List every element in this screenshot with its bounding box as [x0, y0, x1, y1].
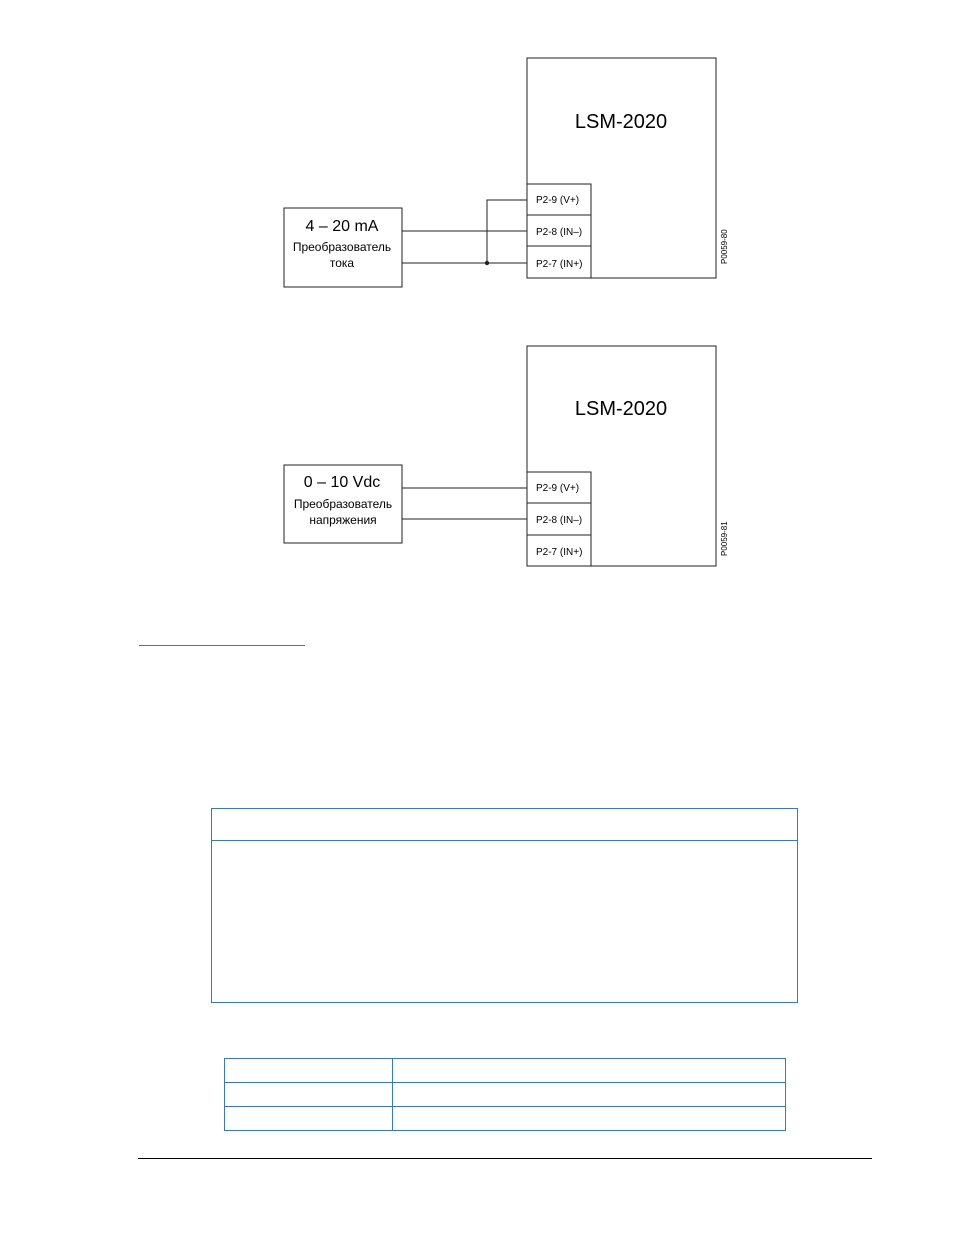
source-title: 0 – 10 Vdc	[304, 474, 381, 491]
spec-table	[224, 1058, 786, 1131]
terminal-p2-7	[526, 245, 592, 279]
source-caption: напряжения	[309, 513, 376, 527]
source-box	[283, 464, 403, 544]
terminal-p2-7	[526, 534, 592, 567]
device-label: LSM-2020	[575, 111, 667, 133]
terminal-block: P2-9 (V+) P2-8 (IN–) P2-7 (IN+)	[526, 183, 592, 279]
source-caption: Преобразователь	[293, 240, 391, 254]
source-box	[283, 207, 403, 288]
table-row	[224, 1058, 786, 1083]
terminal-label: P2-9 (V+)	[536, 195, 579, 206]
hyperlink-underline[interactable]	[139, 645, 305, 646]
terminal-p2-9	[526, 183, 592, 216]
figure-id: P0059-80	[720, 229, 729, 264]
terminal-block: P2-9 (V+) P2-8 (IN–) P2-7 (IN+)	[526, 471, 592, 567]
note-box-header	[212, 809, 797, 841]
wiring-diagrams: LSM-2020 P2-9 (V+) P2-8 (IN–) P2-7 (IN+)…	[283, 57, 729, 567]
footer-divider	[138, 1158, 872, 1159]
terminal-label: P2-8 (IN–)	[536, 515, 582, 526]
wires	[402, 199, 527, 264]
wires	[402, 487, 527, 520]
device-label: LSM-2020	[575, 398, 667, 420]
table-row	[224, 1106, 786, 1131]
diagram-current-transducer: LSM-2020 P2-9 (V+) P2-8 (IN–) P2-7 (IN+)…	[283, 57, 729, 288]
terminal-label: P2-9 (V+)	[536, 483, 579, 494]
source-caption: Преобразователь	[294, 497, 392, 511]
terminal-label: P2-8 (IN–)	[536, 227, 582, 238]
terminal-label: P2-7 (IN+)	[536, 259, 582, 270]
terminal-label: P2-7 (IN+)	[536, 547, 582, 558]
note-box	[211, 808, 798, 1003]
diagram-voltage-transducer: LSM-2020 P2-9 (V+) P2-8 (IN–) P2-7 (IN+)…	[283, 345, 729, 567]
terminal-p2-9	[526, 471, 592, 504]
figure-id: P0059-81	[720, 521, 729, 556]
table-row	[224, 1082, 786, 1107]
source-title: 4 – 20 mA	[306, 218, 379, 235]
junction-dot	[484, 260, 490, 266]
source-caption: тока	[330, 256, 355, 270]
